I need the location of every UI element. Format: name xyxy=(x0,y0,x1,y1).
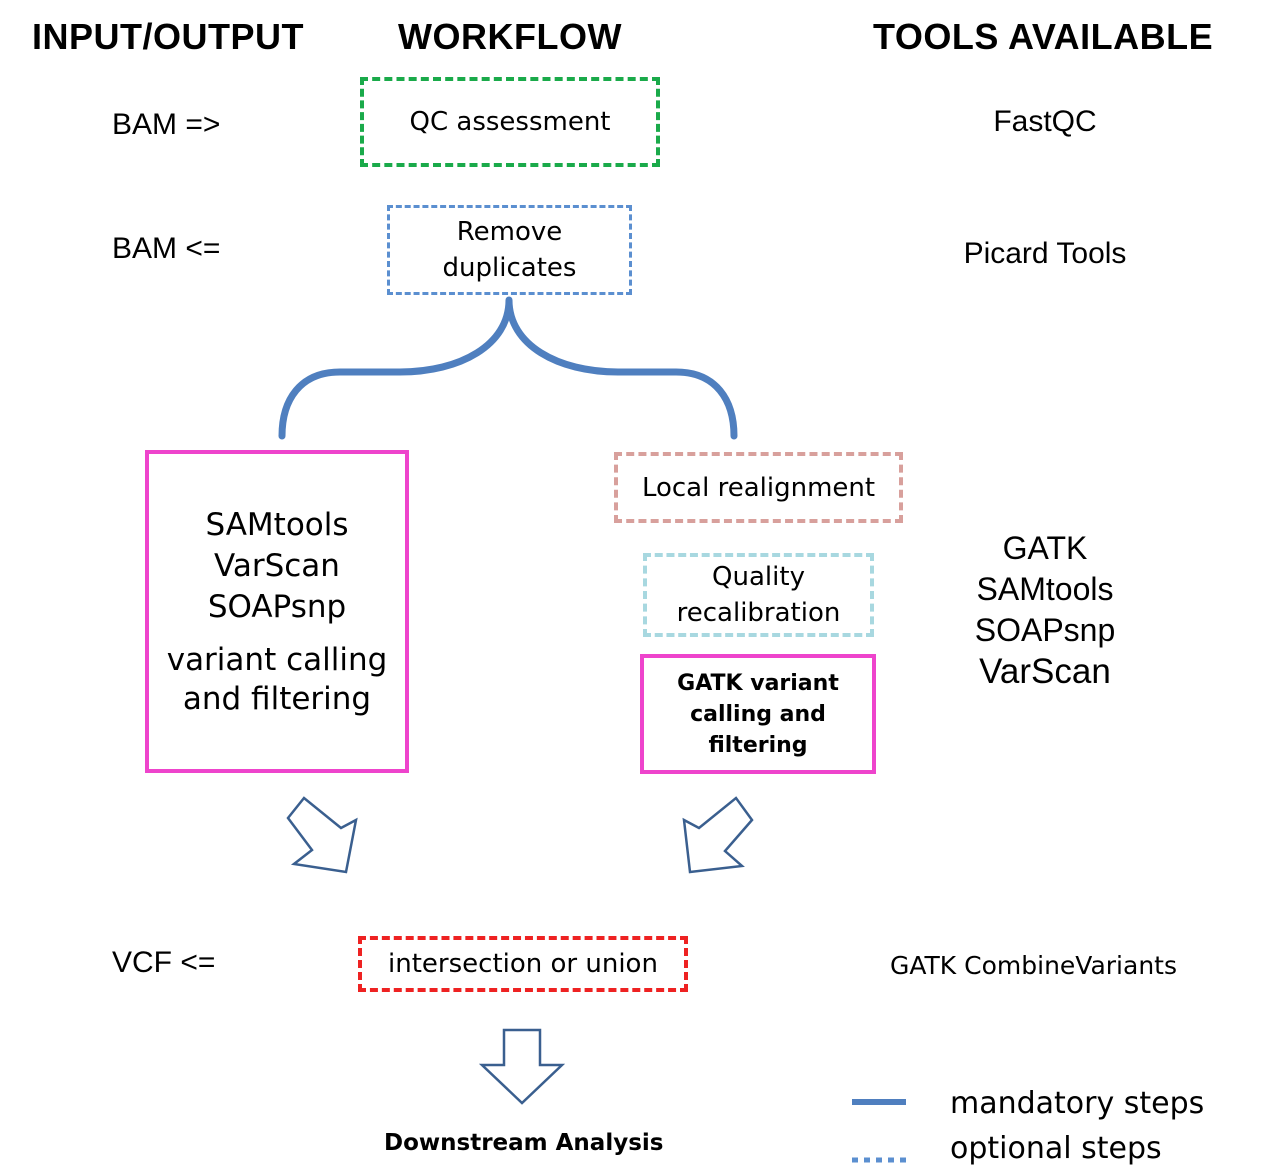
left-tool-soapsnp: SOAPsnp xyxy=(207,588,347,625)
io-bam-in: BAM <= xyxy=(112,232,221,265)
tool-samtools: SAMtools xyxy=(976,571,1114,607)
tool-soapsnp: SOAPsnp xyxy=(974,612,1116,648)
tool-picard: Picard Tools xyxy=(963,237,1127,270)
remove-duplicates-line-2: duplicates xyxy=(442,253,577,283)
downstream-arrow xyxy=(478,1028,566,1105)
gatk-call-line-2: calling and xyxy=(690,701,826,727)
gatk-variant-calling-box: GATK variant calling and filtering xyxy=(640,654,876,774)
left-tools-list: SAMtools VarScan SOAPsnp xyxy=(205,505,348,628)
gatk-call-line-3: filtering xyxy=(708,732,808,758)
downstream-analysis-label: Downstream Analysis xyxy=(384,1130,664,1156)
tool-combine-variants: GATK CombineVariants xyxy=(890,951,1177,980)
header-input-output: INPUT/OUTPUT xyxy=(32,16,304,57)
left-desc-line-1: variant calling xyxy=(166,641,388,678)
intersection-union-label: intersection or union xyxy=(388,949,658,979)
left-description: variant calling and filtering xyxy=(167,641,388,719)
remove-duplicates-line-1: Remove xyxy=(456,217,563,247)
io-vcf-in: VCF <= xyxy=(112,946,216,979)
qc-assessment-box: QC assessment xyxy=(360,77,660,167)
left-tool-varscan: VarScan xyxy=(214,547,340,584)
remove-duplicates-box: Remove duplicates xyxy=(387,205,632,295)
legend-optional-label: optional steps xyxy=(950,1131,1162,1166)
quality-recalibration-box: Quality recalibration xyxy=(643,553,874,637)
header-tools-available: TOOLS AVAILABLE xyxy=(873,16,1214,57)
tool-varscan: VarScan xyxy=(979,652,1111,691)
left-variant-calling-box: SAMtools VarScan SOAPsnp variant calling… xyxy=(145,450,409,773)
tool-gatk: GATK xyxy=(1002,530,1088,566)
local-realignment-label: Local realignment xyxy=(641,472,876,503)
gatk-call-line-1: GATK variant xyxy=(677,670,839,696)
branch-brace xyxy=(278,296,738,440)
right-down-arrow xyxy=(682,796,754,874)
tool-fastqc: FastQC xyxy=(993,105,1097,138)
quality-recalibration-line-1: Quality xyxy=(712,562,805,592)
qc-assessment-label: QC assessment xyxy=(409,107,611,137)
header-workflow: WORKFLOW xyxy=(398,16,622,57)
local-realignment-box: Local realignment xyxy=(614,452,903,523)
left-desc-line-2: and filtering xyxy=(182,680,372,717)
left-down-arrow xyxy=(286,796,358,874)
left-tool-samtools: SAMtools xyxy=(205,506,349,543)
tools-calling-list: GATK SAMtools SOAPsnp VarScan xyxy=(945,528,1145,692)
quality-recalibration-line-2: recalibration xyxy=(676,598,841,628)
legend-mandatory-label: mandatory steps xyxy=(950,1086,1205,1121)
intersection-union-box: intersection or union xyxy=(358,936,688,992)
io-bam-out: BAM => xyxy=(112,108,221,141)
